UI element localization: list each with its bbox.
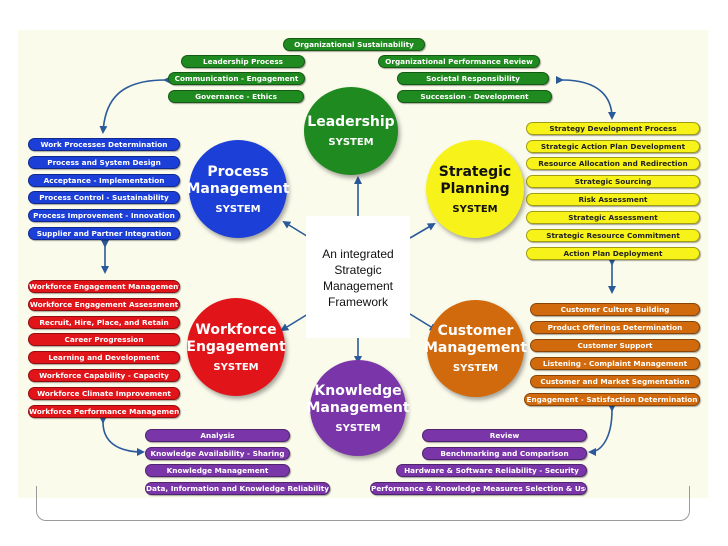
customer-circle: Customer Management SYSTEM — [423, 300, 528, 397]
process-item: Acceptance - Implementation — [28, 174, 180, 187]
workforce-item: Workforce Performance Management — [28, 405, 180, 418]
workforce-item: Career Progression — [28, 333, 180, 346]
knowledge-item: Knowledge Management — [145, 464, 290, 477]
workforce-item: Learning and Development — [28, 351, 180, 364]
leadership-item: Societal Responsibility — [397, 72, 549, 85]
customer-item: Product Offerings Determination — [530, 321, 700, 334]
leadership-item: Organizational Performance Review — [378, 55, 540, 68]
process-item: Supplier and Partner Integration — [28, 227, 180, 240]
center-line: An integrated — [322, 247, 394, 261]
process-system-label: SYSTEM — [215, 203, 261, 215]
center-line: Framework — [327, 295, 388, 309]
customer-item: Customer Culture Building — [530, 303, 700, 316]
workforce-item: Workforce Climate Improvement — [28, 387, 180, 400]
process-item: Process and System Design — [28, 156, 180, 169]
workforce-item: Workforce Engagement Management — [28, 280, 180, 293]
workforce-item: Workforce Engagement Assessment — [28, 298, 180, 311]
leadership-title: Leadership — [307, 114, 395, 130]
center-line: Strategic — [334, 263, 382, 277]
arrow-to-strategic — [409, 222, 436, 239]
customer-system-label: SYSTEM — [452, 363, 499, 374]
knowledge-title-line1: Knowledge — [314, 382, 402, 399]
workforce-circle: Workforce Engagement SYSTEM — [186, 298, 286, 396]
customer-title-line1: Customer — [437, 323, 514, 339]
knowledge-system-label: SYSTEM — [335, 422, 381, 434]
customer-title-line2: Management — [423, 340, 528, 356]
workforce-title-line1: Workforce — [195, 321, 277, 338]
strategic-item: Strategy Development Process — [526, 122, 700, 135]
arrow-to-process — [282, 220, 311, 239]
knowledge-circle: Knowledge Management SYSTEM — [306, 360, 410, 456]
knowledge-title-line2: Management — [306, 399, 410, 416]
knowledge-item: Hardware & Software Reliability - Securi… — [396, 464, 587, 477]
customer-item: Customer and Market Segmentation — [530, 375, 700, 388]
process-item: Work Processes Determination — [28, 138, 180, 151]
leadership-item: Communication - Engagement — [168, 72, 305, 85]
slide-frame — [36, 486, 690, 521]
customer-item: Customer Support — [530, 339, 700, 352]
strategic-item: Action Plan Deployment — [526, 247, 700, 260]
strategic-item: Resource Allocation and Redirection — [526, 157, 700, 170]
process-title-line1: Process — [207, 163, 269, 180]
workforce-title-line2: Engagement — [186, 338, 286, 355]
workforce-item: Workforce Capability - Capacity — [28, 369, 180, 382]
curve-customer-knowledge — [588, 403, 617, 456]
strategic-item: Risk Assessment — [526, 193, 700, 206]
process-title-line2: Management — [186, 180, 290, 197]
workforce-item: Recruit, Hire, Place, and Retain — [28, 316, 180, 329]
curve-workforce-knowledge — [98, 415, 145, 456]
strategic-item: Strategic Sourcing — [526, 175, 700, 188]
knowledge-item: Performance & Knowledge Measures Selecti… — [370, 482, 587, 495]
leadership-item: Leadership Process — [181, 55, 305, 68]
strategic-item: Strategic Assessment — [526, 211, 700, 224]
strategic-circle: Strategic Planning SYSTEM — [426, 140, 524, 238]
leadership-item: Succession - Development — [397, 90, 552, 103]
strategic-item: Strategic Resource Commitment — [526, 229, 700, 242]
leadership-circle: Leadership SYSTEM — [304, 87, 398, 175]
center-label-box: An integrated Strategic Management Frame… — [306, 216, 410, 338]
customer-item: Listening - Complaint Management — [530, 357, 700, 370]
process-item: Process Improvement - Innovation — [28, 209, 180, 222]
knowledge-item: Analysis — [145, 429, 290, 442]
curve-leadership-strategic — [555, 75, 616, 120]
strategic-title-line1: Strategic — [438, 163, 512, 180]
workforce-system-label: SYSTEM — [213, 361, 259, 373]
knowledge-item: Data, Information and Knowledge Reliabil… — [145, 482, 330, 495]
leadership-item: Governance - Ethics — [168, 90, 304, 103]
strategic-title-line2: Planning — [440, 180, 510, 197]
curve-leadership-process — [99, 75, 172, 134]
leadership-item-top: Organizational Sustainability — [283, 38, 425, 51]
strategic-system-label: SYSTEM — [452, 203, 498, 215]
strategic-item: Strategic Action Plan Development — [526, 140, 700, 153]
customer-item: Engagement - Satisfaction Determination — [524, 393, 700, 406]
knowledge-item: Review — [422, 429, 587, 442]
leadership-system-label: SYSTEM — [328, 137, 374, 148]
arrow-to-workforce — [280, 313, 309, 332]
process-item: Process Control - Sustainability — [28, 191, 180, 204]
process-circle: Process Management SYSTEM — [186, 140, 290, 238]
knowledge-item: Knowledge Availability - Sharing — [145, 447, 290, 460]
knowledge-item: Benchmarking and Comparison — [422, 447, 587, 460]
center-line: Management — [322, 279, 394, 293]
